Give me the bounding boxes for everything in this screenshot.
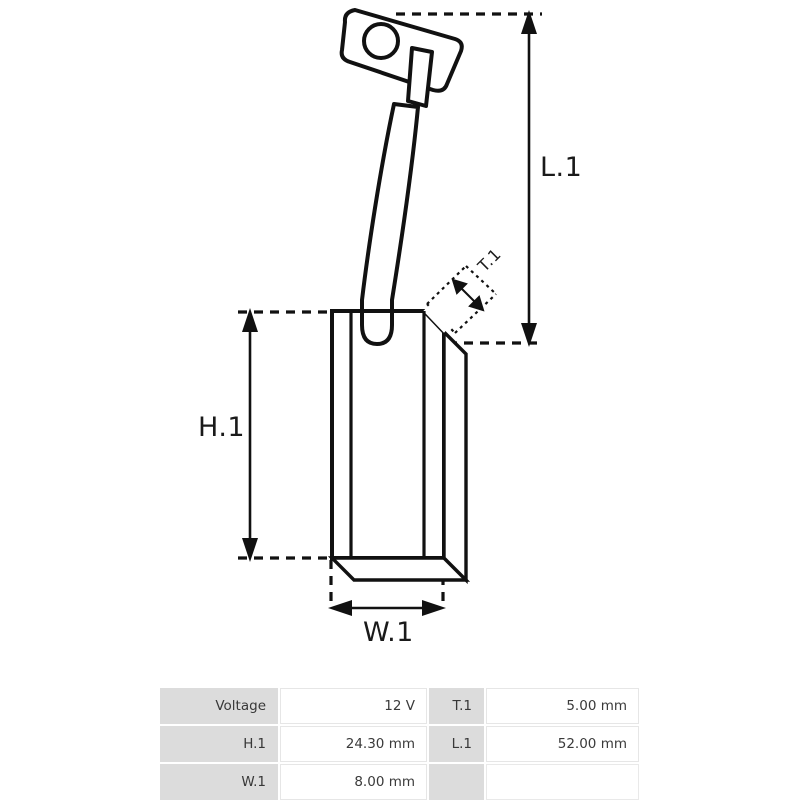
technical-drawing-canvas: L.1 H.1 W.1 T.1 — [198, 8, 583, 648]
t1-arrowhead-a — [451, 278, 468, 295]
terminal-eyelet — [339, 8, 464, 93]
terminal-hole — [362, 22, 400, 60]
brush-body-chamfer-face — [423, 289, 467, 333]
spec-value-voltage: 12 V — [280, 688, 427, 724]
t1-arrowhead-b — [468, 295, 485, 312]
brush-body-right-face — [442, 327, 468, 585]
spec-label-t1: T.1 — [429, 688, 484, 724]
spec-value-l1: 52.00 mm — [486, 726, 639, 762]
arrowhead-W1-left — [328, 600, 352, 616]
spec-table-body: Voltage 12 V T.1 5.00 mm H.1 24.30 mm L.… — [160, 688, 639, 800]
t1-leader-upper — [426, 265, 467, 305]
dimension-callout-T1 — [426, 265, 497, 334]
spec-label-l1: L.1 — [429, 726, 484, 762]
t1-leader-lower — [454, 293, 497, 334]
arrowhead-H1-up — [242, 308, 258, 332]
shunt-wire — [360, 102, 420, 346]
dimension-label-W1: W.1 — [363, 617, 414, 648]
dimension-arrow-L1 — [521, 10, 537, 347]
crimp-tab-outline — [406, 46, 434, 108]
spec-value-t1: 5.00 mm — [486, 688, 639, 724]
arrowhead-L1-up — [521, 10, 537, 34]
dimension-label-H1: H.1 — [198, 412, 246, 443]
table-row: W.1 8.00 mm — [160, 764, 639, 800]
arrowhead-L1-down — [521, 323, 537, 347]
dimension-label-L1: L.1 — [540, 152, 583, 183]
spec-value-h1: 24.30 mm — [280, 726, 427, 762]
brush-body-front-face — [330, 309, 446, 560]
spec-table: Voltage 12 V T.1 5.00 mm H.1 24.30 mm L.… — [158, 686, 641, 802]
arrowhead-W1-right — [422, 600, 446, 616]
brush-body — [327, 289, 471, 585]
spec-value-empty — [486, 764, 639, 800]
arrowhead-H1-down — [242, 538, 258, 562]
shunt-wire-outline — [360, 102, 420, 346]
dimension-arrow-W1 — [328, 600, 446, 616]
dimension-arrow-H1 — [242, 308, 258, 562]
spec-label-w1: W.1 — [160, 764, 278, 800]
spec-label-voltage: Voltage — [160, 688, 278, 724]
table-row: Voltage 12 V T.1 5.00 mm — [160, 688, 639, 724]
table-row: H.1 24.30 mm L.1 52.00 mm — [160, 726, 639, 762]
spec-value-w1: 8.00 mm — [280, 764, 427, 800]
terminal-outline — [339, 8, 464, 93]
brush-drawing-svg — [238, 8, 542, 616]
spec-table-container: Voltage 12 V T.1 5.00 mm H.1 24.30 mm L.… — [158, 686, 639, 802]
spec-label-h1: H.1 — [160, 726, 278, 762]
brush-wire-slot — [360, 309, 394, 347]
terminal-crimp-tab — [406, 46, 434, 108]
spec-label-empty — [429, 764, 484, 800]
